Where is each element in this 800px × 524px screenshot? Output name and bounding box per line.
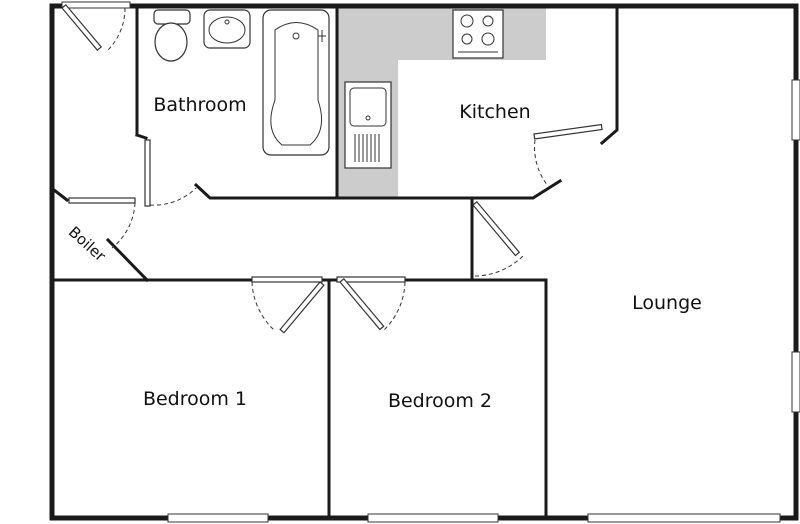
door-top-left [61, 3, 126, 51]
label-bedroom-2: Bedroom 2 [388, 390, 492, 412]
label-bathroom: Bathroom [153, 94, 246, 116]
door-boiler [68, 197, 136, 249]
hall-wall [52, 278, 548, 520]
window-right-lower [791, 351, 800, 413]
door-lounge [472, 200, 524, 277]
label-lounge: Lounge [632, 292, 702, 314]
kitchen-wall [335, 5, 619, 200]
sink-fixture [344, 81, 392, 169]
window-right-upper [791, 79, 800, 141]
label-kitchen: Kitchen [459, 101, 530, 123]
label-bedroom-1: Bedroom 1 [143, 388, 247, 410]
window-bottom-bed2 [367, 513, 499, 523]
window-bottom-lounge [587, 513, 781, 523]
label-boiler: Boiler [65, 223, 110, 266]
basin-fixture [203, 9, 251, 49]
bathroom-wall [135, 5, 339, 200]
outer-wall [49, 3, 799, 521]
door-bathroom [144, 139, 197, 207]
toilet-fixture [153, 9, 191, 62]
door-kitchen [533, 123, 603, 187]
hob-fixture [452, 9, 504, 59]
window-top-left [61, 1, 131, 9]
door-bedroom-1 [251, 276, 325, 334]
boiler-cupboard-wall [51, 187, 150, 283]
bath-fixture [262, 9, 330, 156]
door-bedroom-2 [336, 276, 406, 331]
window-bottom-bed1 [167, 513, 269, 523]
